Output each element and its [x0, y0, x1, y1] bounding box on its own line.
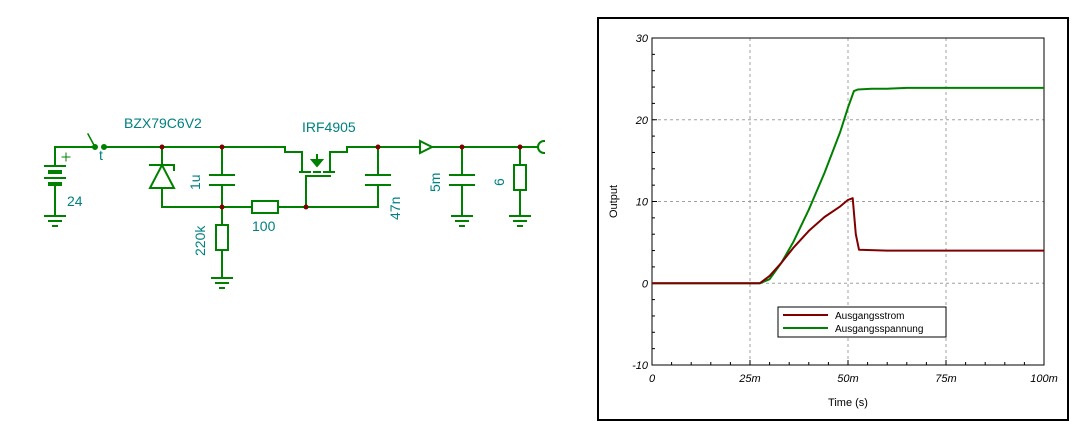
- mosfet-label: IRF4905: [302, 119, 356, 135]
- series-line-ausgangsspannung: [652, 86, 1044, 285]
- x-tick-label: 0: [649, 373, 656, 385]
- capacitor-1u-label: 1u: [187, 174, 203, 190]
- resistor-100-label: 100: [252, 218, 276, 234]
- x-tick-label: 25m: [738, 373, 760, 385]
- mosfet-symbol: [284, 146, 348, 208]
- plot-area-border: [651, 37, 1045, 366]
- series-layer: [652, 86, 1044, 285]
- capacitor-5m-symbol: [449, 146, 475, 227]
- y-axis-label: Output: [608, 185, 620, 218]
- chart-frame: [597, 17, 1069, 421]
- x-tick-label: 50m: [837, 373, 858, 385]
- y-tick-label: 0: [642, 278, 649, 290]
- y-tick-label: 10: [636, 197, 649, 209]
- load-resistor-label: 6: [491, 178, 507, 186]
- resistor-6-symbol: [509, 146, 531, 227]
- legend-entry: Ausgangsspannung: [835, 324, 923, 335]
- capacitor-47n-symbol: [365, 146, 391, 208]
- resistor-220k-label: 220k: [192, 225, 208, 256]
- legend-entry: Ausgangsstrom: [835, 311, 904, 322]
- x-tick-label: 100m: [1030, 373, 1058, 385]
- capacitor-5m-label: 5m: [427, 173, 443, 192]
- ground-symbol: [44, 215, 66, 227]
- resistor-220k-symbol: [211, 206, 233, 289]
- x-tick-label: 75m: [935, 373, 956, 385]
- battery-symbol: [44, 146, 71, 217]
- junction-nodes: [159, 144, 523, 210]
- voltage-probe-symbol: [537, 139, 546, 155]
- y-tick-label: -10: [632, 360, 649, 372]
- zener-label: BZX79C6V2: [124, 115, 202, 131]
- battery-value-label: 24: [67, 193, 83, 209]
- resistor-100-symbol: [251, 200, 279, 214]
- capacitor-47n-label: 47n: [387, 197, 403, 220]
- series-line-ausgangsstrom: [652, 197, 1044, 285]
- legend-box: [777, 306, 947, 338]
- switch-label: t: [99, 147, 103, 163]
- y-tick-label: 20: [635, 115, 649, 127]
- time-switch-symbol: [86, 132, 163, 150]
- capacitor-1u-symbol: [209, 146, 235, 208]
- y-tick-label: 30: [636, 33, 649, 45]
- circuit-schematic: 24 t BZX79C6V2 IRF4905 100 6 1u 220k 47n…: [44, 115, 546, 289]
- zener-diode-symbol: [148, 146, 176, 208]
- x-axis-label: Time (s): [828, 397, 868, 409]
